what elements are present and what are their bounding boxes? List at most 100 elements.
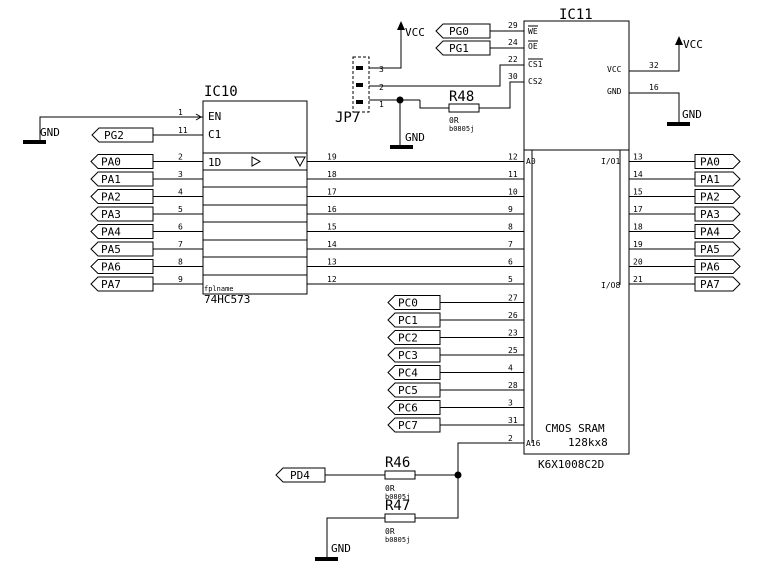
ic11-pc-pin-num: 23 bbox=[508, 329, 518, 338]
ic10-in-pin-num: 7 bbox=[178, 240, 183, 249]
ic11-cs2-pin-num: 30 bbox=[508, 72, 518, 81]
jp7-pin2-icon bbox=[356, 83, 363, 87]
net-pa0-in-label: PA0 bbox=[101, 156, 121, 169]
ic10-footprint: fplname bbox=[204, 285, 234, 293]
net-pa2-in-label: PA2 bbox=[101, 191, 121, 204]
ic10-in-pin-num: 4 bbox=[178, 188, 183, 197]
ic11-addr-pin-num: 10 bbox=[508, 188, 518, 197]
vcc-arrow-icon bbox=[675, 36, 683, 45]
r47-value: 0R bbox=[385, 527, 395, 536]
ic11-pin-cs2-label: CS2 bbox=[528, 77, 543, 86]
jp7-pin2-num: 2 bbox=[379, 83, 384, 92]
gnd-label-ic11: GND bbox=[682, 108, 702, 121]
net-pa5-out-label: PA5 bbox=[700, 243, 720, 256]
ic11-we-oe-nets: 29 PG0 24 PG1 bbox=[435, 21, 524, 56]
net-pa2-out-label: PA2 bbox=[700, 191, 720, 204]
net-pa7-in-label: PA7 bbox=[101, 278, 121, 291]
ic11-pc-pin-num: 3 bbox=[508, 399, 513, 408]
net-pd4-port bbox=[275, 467, 326, 483]
ic11-pin-gnd-label: GND bbox=[607, 87, 622, 96]
ic11-addr-pin-num: 5 bbox=[508, 275, 513, 284]
net-pg2-port bbox=[91, 127, 154, 143]
ic10-part: 74HC573 bbox=[204, 293, 250, 306]
r47-body bbox=[384, 513, 416, 523]
jp7-refdes: JP7 bbox=[335, 110, 360, 126]
ic10-in-pin-num: 5 bbox=[178, 205, 183, 214]
net-pa1-out-port bbox=[694, 171, 741, 187]
gnd-label-r47: GND bbox=[331, 542, 351, 555]
ic11-io-pin-num: 13 bbox=[633, 153, 643, 162]
ic11-oe-pin-num: 24 bbox=[508, 38, 518, 47]
ic11-gnd-pin-num: 16 bbox=[649, 83, 659, 92]
net-pc1-label: PC1 bbox=[398, 314, 418, 327]
ic11-vcc-pin-num: 32 bbox=[649, 61, 659, 70]
ic11-io-pin-num: 19 bbox=[633, 240, 643, 249]
ic11-io-pin-num: 18 bbox=[633, 223, 643, 232]
ic11-addr-pin-num: 11 bbox=[508, 170, 518, 179]
ic10-in-pin-num: 9 bbox=[178, 275, 183, 284]
net-pa0-out-label: PA0 bbox=[700, 156, 720, 169]
net-pa5-in-label: PA5 bbox=[101, 243, 121, 256]
ic10-out-pin-num: 15 bbox=[327, 223, 337, 232]
jp7-jumper: 3 2 1 JP7 VCC 22 GND 30 R48 0R b0805j bbox=[335, 21, 524, 149]
jp7-pin3-icon bbox=[356, 66, 363, 70]
net-pa4-out-port bbox=[694, 224, 741, 239]
gnd-label-en: GND bbox=[40, 126, 60, 139]
net-pa6-out-port bbox=[694, 259, 741, 274]
ic11-pin-we-label: WE bbox=[528, 27, 538, 36]
r48-value: 0R bbox=[449, 116, 459, 125]
ic10-out-pin-num: 13 bbox=[327, 258, 337, 267]
ic10-out-pin-num: 18 bbox=[327, 170, 337, 179]
ic10-pin-en-label: EN bbox=[208, 110, 221, 123]
net-pg1-port bbox=[435, 40, 491, 56]
jp7-pin1-num: 1 bbox=[379, 100, 384, 109]
net-pa6-in-label: PA6 bbox=[101, 261, 121, 274]
ic11-desc-line2: 128kx8 bbox=[568, 436, 608, 449]
ic11-sram: IC11 WE OE CS1 CS2 VCC GND A0 I/O1 I/O8 … bbox=[523, 7, 630, 471]
ic11-pin-io8-label: I/O8 bbox=[601, 281, 620, 290]
tristate-triangle-icon bbox=[294, 156, 306, 168]
ic11-pc-pin-num: 4 bbox=[508, 364, 513, 373]
ic11-power-nets: VCC 32 GND 16 bbox=[629, 36, 703, 126]
ic11-pin-vcc-label: VCC bbox=[607, 65, 622, 74]
r48-body bbox=[448, 103, 480, 113]
net-pg2-label: PG2 bbox=[104, 129, 124, 142]
net-pa4-in-label: PA4 bbox=[101, 226, 121, 239]
net-pc4-label: PC4 bbox=[398, 367, 418, 380]
ic10-out-pin-num: 16 bbox=[327, 205, 337, 214]
net-pa7-out-port bbox=[694, 276, 741, 292]
ic11-pc-pin-num: 26 bbox=[508, 311, 518, 320]
ic10-pin-1d-label: 1D bbox=[208, 156, 221, 169]
net-pa4-out-label: PA4 bbox=[700, 226, 720, 239]
ic10-c1-pin-num: 11 bbox=[178, 126, 188, 135]
r46-body bbox=[384, 470, 416, 480]
gnd-symbol-icon bbox=[315, 557, 338, 561]
net-pa1-out-label: PA1 bbox=[700, 173, 720, 186]
jp7-pin3-num: 3 bbox=[379, 65, 384, 74]
ic10-out-pin-num: 12 bbox=[327, 275, 337, 284]
ic11-pc-pin-num: 27 bbox=[508, 294, 518, 303]
net-pa1-in-label: PA1 bbox=[101, 173, 121, 186]
ic10-in-pin-num: 6 bbox=[178, 223, 183, 232]
net-pa3-in-label: PA3 bbox=[101, 208, 121, 221]
ic10-out-pin-num: 14 bbox=[327, 240, 337, 249]
ic10-pin-c1-label: C1 bbox=[208, 128, 221, 141]
gnd-symbol-icon bbox=[390, 145, 413, 149]
net-pc6-label: PC6 bbox=[398, 402, 418, 415]
vcc-arrow-icon bbox=[397, 21, 405, 30]
vcc-label-jp7: VCC bbox=[405, 26, 425, 39]
net-pd4-label: PD4 bbox=[290, 469, 310, 482]
net-pa3-out-port bbox=[694, 206, 741, 222]
net-pa6-out-label: PA6 bbox=[700, 261, 720, 274]
net-pa7-out-label: PA7 bbox=[700, 278, 720, 291]
ic10-refdes: IC10 bbox=[204, 84, 238, 100]
ic11-pin-io1-label: I/O1 bbox=[601, 157, 620, 166]
ic10-out-pin-num: 19 bbox=[327, 153, 337, 162]
ic10-in-pin-num: 3 bbox=[178, 170, 183, 179]
r46-package: b0805j bbox=[385, 493, 410, 501]
ic10-en-pin-num: 1 bbox=[178, 108, 183, 117]
r48-refdes: R48 bbox=[449, 89, 474, 105]
